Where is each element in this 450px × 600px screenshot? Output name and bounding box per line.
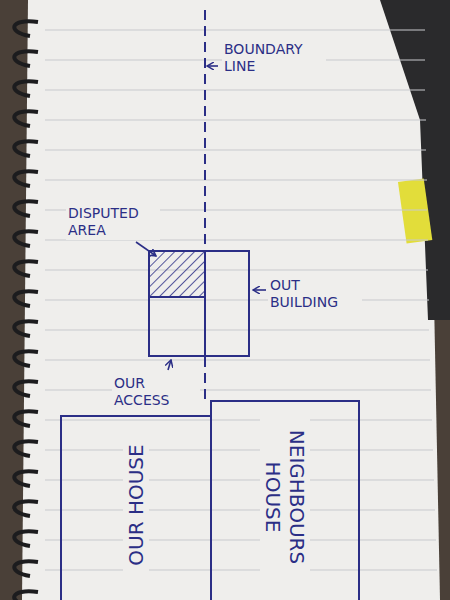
node-text: OUT BUILDING: [268, 276, 362, 312]
node-text: NEIGHBOURS HOUSE: [260, 410, 310, 584]
disputed-hatching: [150, 252, 205, 297]
boundary-label: BOUNDARY LINE: [222, 40, 326, 76]
area-label: DISPUTED AREA: [66, 204, 160, 240]
house-box: OUR HOUSE: [60, 415, 212, 600]
highlighter: [398, 178, 432, 243]
access-partition: [148, 297, 205, 355]
paper-sheet: [22, 0, 440, 600]
spiral-binding: [14, 21, 38, 600]
node-text: OUR HOUSE: [123, 438, 149, 572]
dark-object: [380, 0, 450, 320]
access-label: OUR ACCESS: [112, 374, 200, 410]
house-box: NEIGHBOURS HOUSE: [210, 400, 360, 600]
outbuilding-box: OUT BUILDING: [148, 250, 250, 357]
ruled-lines: [45, 30, 437, 570]
boundary-line: [204, 10, 206, 400]
